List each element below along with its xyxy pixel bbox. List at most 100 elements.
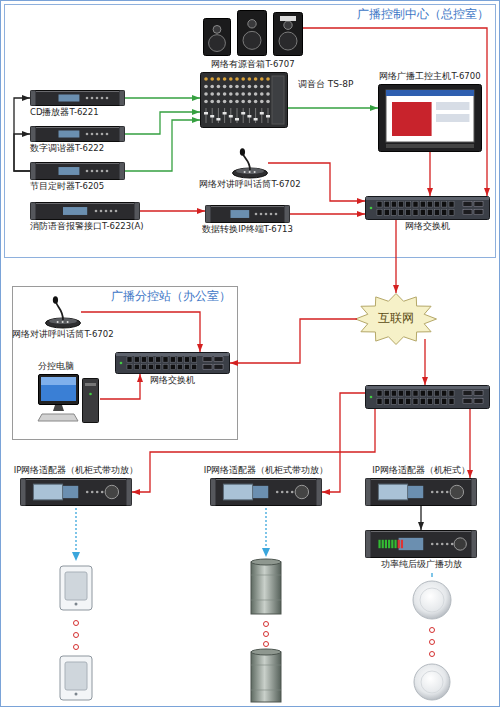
ceiling-speaker	[413, 581, 451, 619]
speaker-badge	[280, 16, 296, 21]
switch-top	[116, 353, 229, 356]
device-button	[436, 543, 439, 546]
network-switch: 网络交换机	[365, 196, 490, 220]
mixer-knob	[217, 77, 221, 81]
switch-port	[406, 201, 411, 207]
device-button	[101, 491, 104, 494]
rack-ear	[21, 479, 26, 506]
level-meter	[378, 540, 380, 548]
switch-port	[163, 364, 168, 369]
connector	[100, 374, 140, 399]
ip-terminal-illustration	[205, 205, 290, 223]
lcd-screen	[223, 484, 252, 500]
rack-ear	[120, 127, 125, 142]
network-switch	[365, 385, 490, 409]
mixer-body	[201, 73, 288, 128]
switch-port	[420, 390, 425, 396]
switch-port	[449, 390, 454, 396]
connector	[429, 152, 430, 196]
switch-port	[384, 209, 389, 215]
device-display	[63, 207, 87, 215]
device-label: 互联网	[378, 312, 414, 326]
device-highlight	[36, 163, 119, 164]
switch-port	[384, 201, 389, 207]
device-highlight	[36, 203, 134, 204]
column-speaker	[251, 559, 281, 614]
mixer-knob	[254, 92, 258, 96]
monitor-stand	[53, 405, 64, 411]
connector	[125, 112, 200, 134]
sfp-port	[474, 390, 483, 395]
sfp-port	[463, 209, 472, 214]
mic-key	[67, 321, 69, 323]
digital-tuner-illustration	[30, 126, 125, 142]
device-body	[31, 91, 125, 106]
fader-slot	[224, 108, 225, 123]
region-title: 广播分控站（办公室）	[111, 290, 231, 303]
device-label: IP网络适配器（机柜式）	[372, 466, 470, 476]
switch-port	[435, 390, 440, 396]
mixer-knob	[223, 92, 227, 96]
switch-port	[442, 209, 447, 215]
connector	[81, 312, 200, 352]
device-button	[101, 170, 104, 173]
lcd-screen	[33, 484, 62, 500]
device-button	[265, 213, 268, 216]
switch-port	[399, 390, 404, 396]
mic-key	[249, 171, 251, 173]
digital-tuner: 数字调谐器T-6222	[30, 126, 125, 142]
speaker-wire	[265, 508, 266, 552]
device-label: 消防语音报警接口T-6223(A)	[30, 222, 144, 232]
volume-knob	[295, 485, 308, 498]
device-label: 功率纯后级广播功放	[381, 560, 462, 570]
active-speaker-set-illustration	[203, 8, 303, 58]
device-button	[275, 213, 278, 216]
mixer-knob	[260, 77, 264, 81]
device-body	[211, 479, 322, 506]
sfp-port	[474, 398, 483, 403]
mixer-knob	[248, 100, 252, 104]
switch-port	[377, 201, 382, 207]
rack-ear	[366, 531, 371, 558]
connector	[424, 339, 425, 385]
fader-slot	[206, 108, 207, 123]
mixer-knob	[235, 92, 239, 96]
switch-port	[442, 201, 447, 207]
fader-cap	[266, 115, 270, 118]
connector	[420, 506, 421, 530]
mixer-knob	[260, 100, 264, 104]
switch-port	[149, 364, 154, 369]
fader-cap	[223, 112, 227, 115]
rack-ear	[472, 479, 477, 506]
monitor	[39, 375, 79, 405]
level-meter	[388, 540, 390, 548]
device-highlight	[26, 479, 126, 480]
screen-glare	[41, 377, 76, 385]
device-label: 数字调谐器T-6222	[30, 144, 104, 154]
switch-port	[391, 398, 396, 404]
device-label: 数据转换IP终端T-6713	[202, 225, 293, 235]
fire-alarm-interface-illustration	[30, 202, 140, 220]
mixer-knob	[241, 77, 245, 81]
paging-microphone-illustration	[232, 148, 268, 178]
rack-ear	[31, 203, 36, 220]
status-led	[370, 207, 373, 210]
rack-ear	[366, 479, 371, 506]
device-display	[59, 167, 80, 175]
program-timer: 节目定时器T-6205	[30, 162, 125, 180]
rack-ear	[31, 91, 36, 106]
level-meter	[382, 540, 384, 548]
ceiling-speaker-grille	[421, 671, 443, 693]
mic-key	[62, 321, 64, 323]
internet-star: 互联网	[355, 293, 437, 345]
switch-port	[391, 201, 396, 207]
device-button	[96, 170, 99, 173]
level-meter	[385, 540, 387, 548]
device-display	[399, 538, 424, 550]
switch-port	[406, 398, 411, 404]
fader-slot	[218, 108, 219, 123]
speaker-wire	[431, 573, 432, 577]
speaker-cabinet	[274, 13, 303, 56]
switch-port	[170, 364, 175, 369]
switch-port	[384, 390, 389, 396]
